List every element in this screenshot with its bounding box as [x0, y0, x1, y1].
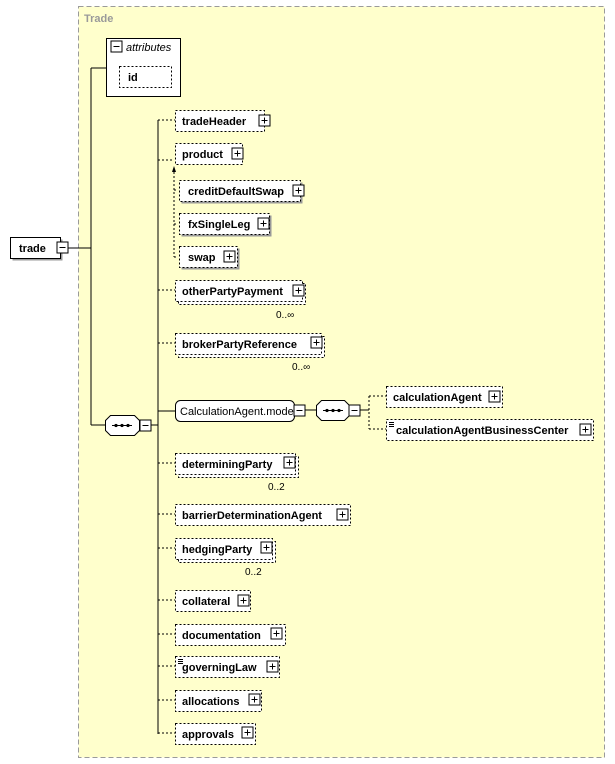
expand-icon[interactable]	[488, 390, 501, 403]
element-label: swap	[188, 252, 216, 264]
model-group-collapse-icon[interactable]	[293, 404, 306, 417]
root-element-label: trade	[19, 243, 46, 255]
expand-icon[interactable]	[241, 726, 254, 739]
model-group-label: CalculationAgent.model	[180, 406, 296, 418]
element-governingLaw[interactable]	[175, 656, 280, 678]
occurrence-label: 0..2	[268, 482, 285, 493]
occurrence-label: 0..∞	[292, 362, 310, 373]
element-documentation[interactable]	[175, 624, 286, 646]
element-label: calculationAgentBusinessCenter	[396, 425, 569, 437]
expand-icon[interactable]	[257, 217, 270, 230]
element-hedgingParty[interactable]	[175, 538, 273, 560]
element-label: hedgingParty	[182, 544, 253, 556]
root-collapse-icon[interactable]	[56, 241, 69, 254]
element-label: fxSingleLeg	[188, 219, 250, 231]
element-collateral[interactable]	[175, 590, 251, 612]
element-swap[interactable]	[179, 246, 238, 268]
expand-icon[interactable]	[292, 284, 305, 297]
simple-type-icon	[178, 659, 183, 664]
element-label: creditDefaultSwap	[188, 186, 284, 198]
element-fxSingleLeg[interactable]	[179, 213, 270, 235]
element-label: otherPartyPayment	[182, 286, 283, 298]
expand-icon[interactable]	[270, 627, 283, 640]
simple-type-icon	[389, 422, 394, 427]
expand-icon[interactable]	[237, 594, 250, 607]
element-creditDefaultSwap[interactable]	[179, 180, 301, 202]
element-label: approvals	[182, 729, 234, 741]
expand-icon[interactable]	[231, 147, 244, 160]
sequence-collapse-icon[interactable]	[139, 419, 152, 432]
element-allocations[interactable]	[175, 690, 262, 712]
attribute-id-label: id	[128, 72, 138, 84]
element-label: calculationAgent	[393, 392, 482, 404]
element-barrierDeterminationAgent[interactable]	[175, 504, 351, 526]
expand-icon[interactable]	[266, 660, 279, 673]
expand-icon[interactable]	[248, 693, 261, 706]
attributes-title: attributes	[126, 42, 172, 54]
element-label: determiningParty	[182, 459, 273, 471]
trade-type-frame	[78, 6, 605, 758]
expand-icon[interactable]	[310, 336, 323, 349]
element-label: governingLaw	[182, 662, 257, 674]
expand-icon[interactable]	[223, 250, 236, 263]
inner-sequence-dots-icon	[323, 408, 343, 413]
inner-sequence-collapse-icon[interactable]	[348, 404, 361, 417]
element-label: product	[182, 149, 223, 161]
attributes-collapse-icon[interactable]	[110, 40, 123, 53]
element-label: brokerPartyReference	[182, 339, 297, 351]
occurrence-label: 0..2	[245, 567, 262, 578]
expand-icon[interactable]	[260, 541, 273, 554]
expand-icon[interactable]	[579, 423, 592, 436]
sequence-dots-icon	[112, 423, 132, 428]
element-calculationAgentBusinessCenter[interactable]	[386, 419, 594, 441]
expand-icon[interactable]	[336, 508, 349, 521]
element-label: tradeHeader	[182, 116, 247, 128]
attribute-id-box[interactable]	[119, 66, 172, 88]
element-label: barrierDeterminationAgent	[182, 510, 322, 522]
frame-title: Trade	[84, 13, 113, 25]
element-label: collateral	[182, 596, 230, 608]
element-tradeHeader[interactable]	[175, 110, 265, 132]
occurrence-label: 0..∞	[276, 310, 294, 321]
expand-icon[interactable]	[258, 114, 271, 127]
expand-icon[interactable]	[292, 184, 305, 197]
element-calculationAgent[interactable]	[386, 386, 503, 408]
element-approvals[interactable]	[175, 723, 256, 745]
element-label: allocations	[182, 696, 239, 708]
element-determiningParty[interactable]	[175, 453, 296, 475]
expand-icon[interactable]	[283, 456, 296, 469]
element-label: documentation	[182, 630, 261, 642]
